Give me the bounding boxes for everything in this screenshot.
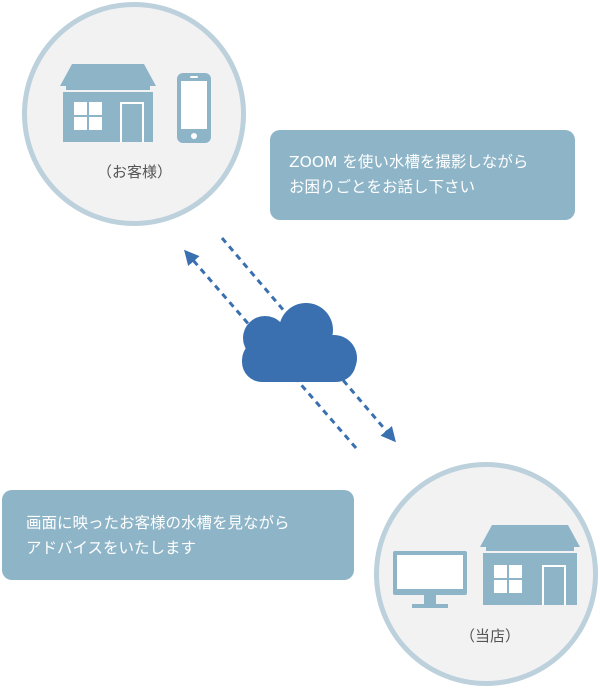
shop-house-icon xyxy=(480,525,580,605)
shop-response-line-1: 画面に映ったお客様の水槽を見ながら xyxy=(26,514,290,532)
customer-label: （お客様） xyxy=(97,163,173,181)
shop-label: （当店） xyxy=(460,627,521,645)
customer-instruction-bubble: ZOOM を使い水槽を撮影しながら お困りごとをお話し下さい xyxy=(270,130,575,220)
cloud-icon xyxy=(242,303,357,382)
customer-house-icon xyxy=(60,64,156,142)
monitor-icon xyxy=(393,551,467,608)
shop-response-bubble: 画面に映ったお客様の水槽を見ながら アドバイスをいたします xyxy=(2,490,354,580)
smartphone-icon xyxy=(177,73,211,143)
customer-instruction-line-1: ZOOM を使い水槽を撮影しながら xyxy=(289,153,529,171)
customer-instruction-line-2: お困りごとをお話し下さい xyxy=(289,178,476,196)
shop-response-line-2: アドバイスをいたします xyxy=(26,539,197,557)
